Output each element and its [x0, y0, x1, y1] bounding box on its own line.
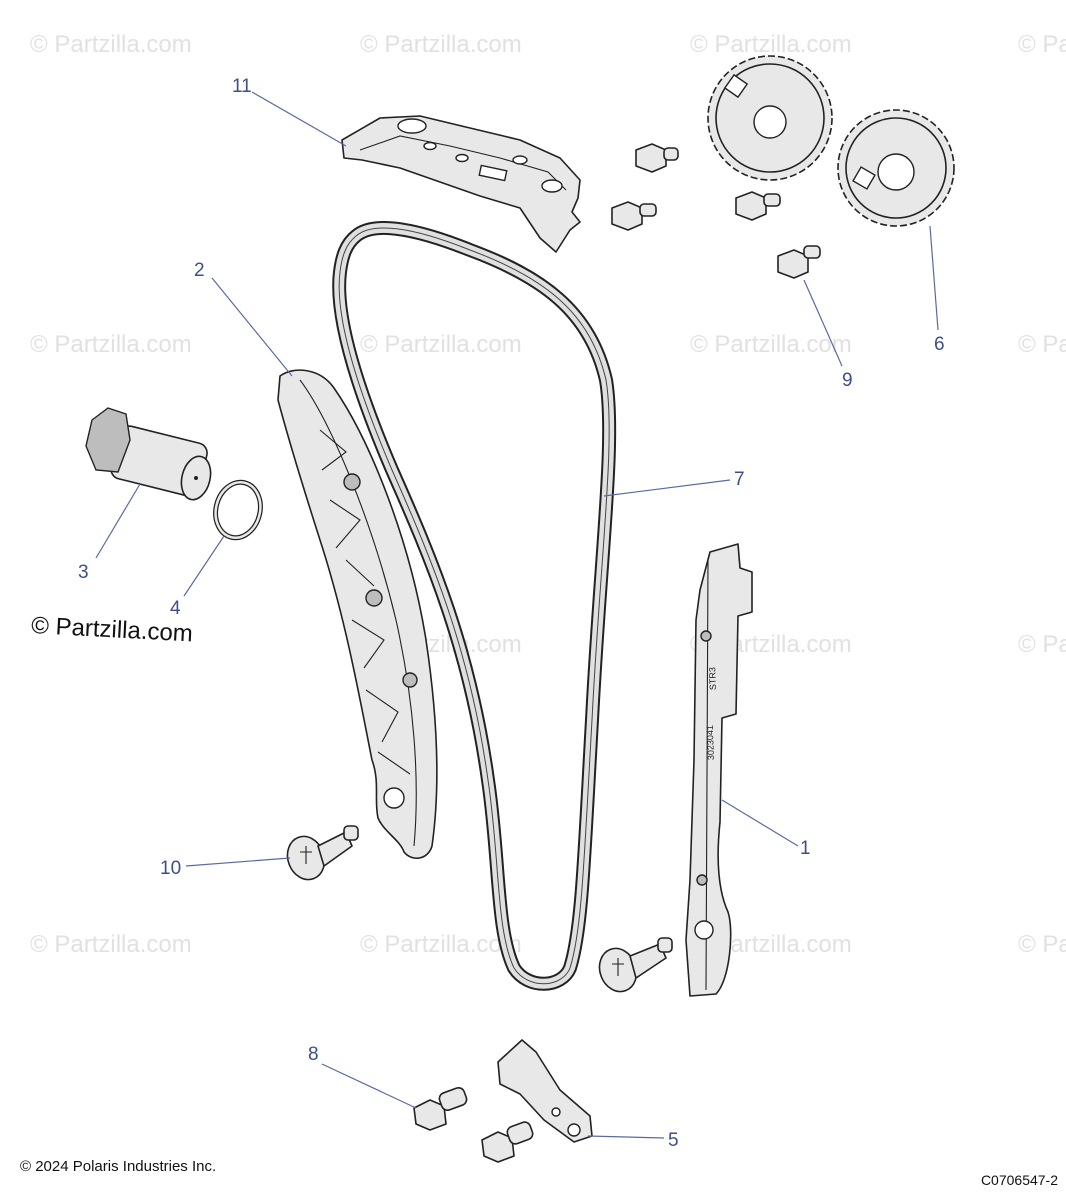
- bolt-top-1[interactable]: [635, 143, 679, 173]
- watermark: © Partzilla.com: [690, 331, 852, 358]
- bolt-lower[interactable]: [481, 1120, 534, 1163]
- watermark: © Partzilla.com: [1018, 331, 1066, 358]
- watermark: © Partzilla.com: [1018, 631, 1066, 658]
- blade-marking: 3023041: [705, 725, 716, 760]
- watermark: © Partzilla.com: [360, 31, 522, 58]
- callout-4: 4: [170, 598, 181, 619]
- callout-5: 5: [668, 1130, 679, 1151]
- sprocket-rear[interactable]: [707, 55, 833, 181]
- leader-lines: [95, 91, 939, 1139]
- part-1-fixed-guide[interactable]: 3023041 STR3: [685, 543, 753, 997]
- part-9-bolt[interactable]: [777, 245, 821, 279]
- callout-7: 7: [734, 469, 745, 490]
- watermark: © Partzilla.com: [1018, 31, 1066, 58]
- watermark: © Partzilla.com: [30, 331, 192, 358]
- part-2-tensioner-guide[interactable]: [277, 369, 438, 859]
- callout-10: 10: [160, 858, 181, 879]
- watermark: © Partzilla.com: [690, 31, 852, 58]
- part-8-bolt[interactable]: [413, 1086, 468, 1131]
- watermark: © Partzilla.com: [360, 331, 522, 358]
- callout-2: 2: [194, 260, 205, 281]
- callout-1: 1: [800, 838, 811, 859]
- part-11-upper-guide[interactable]: [341, 115, 581, 253]
- blade-marking: STR3: [707, 667, 718, 690]
- callout-11: 11: [232, 76, 252, 97]
- part-10-torx-bolt[interactable]: [282, 825, 359, 885]
- watermark: © Partzilla.com: [30, 31, 192, 58]
- part-3-tensioner[interactable]: [85, 407, 215, 503]
- callout-3: 3: [78, 562, 89, 583]
- watermark: © Partzilla.com: [30, 931, 192, 958]
- bolt-top-2[interactable]: [611, 201, 657, 231]
- callout-6: 6: [934, 334, 945, 355]
- bolt-top-3[interactable]: [735, 191, 781, 221]
- part-4-o-ring[interactable]: [210, 478, 266, 543]
- part-7-timing-chain[interactable]: [332, 221, 617, 991]
- torx-bolt-lower[interactable]: [594, 937, 673, 997]
- callout-8: 8: [308, 1044, 319, 1065]
- copyright-text: © 2024 Polaris Industries Inc.: [20, 1158, 217, 1175]
- watermark: © Partzilla.com: [360, 931, 522, 958]
- callout-9: 9: [842, 370, 853, 391]
- watermark: © Partzilla.com: [1018, 931, 1066, 958]
- part-6-sprocket[interactable]: [837, 109, 955, 227]
- callouts: 11 2 6 9 7 3 4 1 10 8 5: [78, 76, 945, 1151]
- drawing-id: C0706547-2: [980, 1172, 1058, 1188]
